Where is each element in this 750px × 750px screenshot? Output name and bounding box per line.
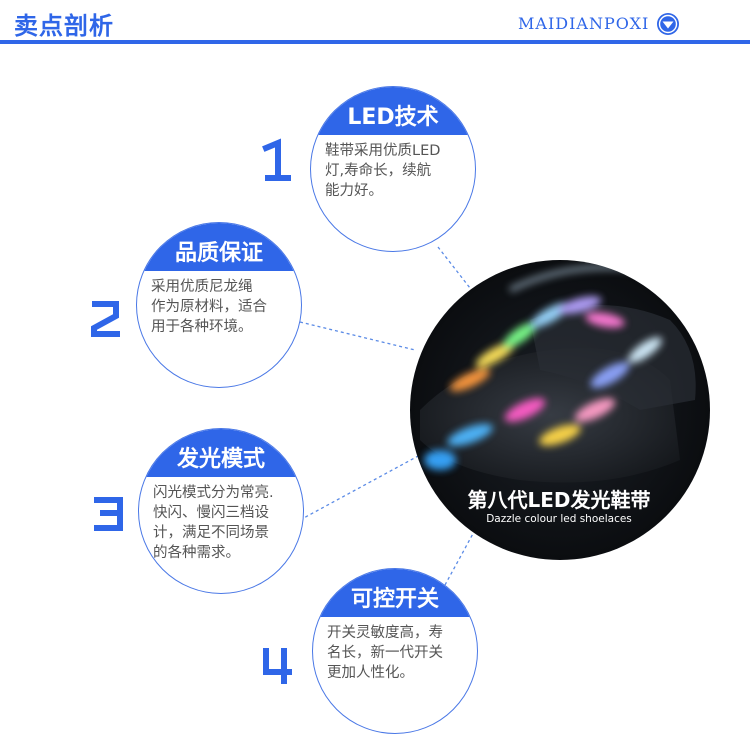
- header: 卖点剖析 MAIDIANPOXI: [0, 0, 750, 44]
- feature-card-2: 品质保证 采用优质尼龙绳 作为原材料，适合 用于各种环境。: [136, 222, 302, 388]
- feature-description: 闪光模式分为常亮. 快闪、慢闪三档设 计，满足不同场景 的各种需求。: [153, 485, 274, 561]
- feature-title: 品质保证: [174, 241, 263, 266]
- feature-title: LED技术: [347, 105, 439, 130]
- card-header: [137, 223, 301, 271]
- product-photo: [410, 260, 710, 560]
- header-divider: [0, 40, 750, 44]
- card-header: [313, 569, 477, 617]
- product-subtitle: Dazzle colour led shoelaces: [486, 513, 632, 525]
- feature-number-4: [263, 648, 292, 684]
- section-title: 卖点剖析: [14, 12, 114, 40]
- feature-title: 可控开关: [350, 587, 439, 612]
- section-title-english: MAIDIANPOXI: [518, 14, 650, 33]
- glowing-shoelaces-illustration: [420, 264, 696, 483]
- feature-card-3: 发光模式 闪光模式分为常亮. 快闪、慢闪三档设 计，满足不同场景 的各种需求。: [138, 428, 304, 594]
- feature-number-2: [91, 301, 120, 337]
- connector-line-1: [437, 246, 471, 289]
- feature-title: 发光模式: [176, 447, 265, 472]
- card-header: [139, 429, 303, 477]
- feature-card-1: LED技术 鞋带采用优质LED 灯,寿命长，续航 能力好。: [310, 86, 476, 252]
- feature-number-1: [262, 138, 291, 181]
- feature-description: 采用优质尼龙绳 作为原材料，适合 用于各种环境。: [151, 279, 267, 335]
- feature-number-3: [94, 497, 123, 531]
- connector-line-4: [444, 529, 476, 586]
- feature-description: 鞋带采用优质LED 灯,寿命长，续航 能力好。: [325, 143, 441, 199]
- connector-line-2: [299, 321, 416, 351]
- card-header: [311, 87, 475, 135]
- chevron-down-circle-icon[interactable]: [656, 12, 680, 36]
- feature-card-4: 可控开关 开关灵敏度高，寿 名长，新一代开关 更加人性化。: [312, 568, 478, 734]
- connector-line-3: [299, 454, 421, 521]
- feature-description: 开关灵敏度高，寿 名长，新一代开关 更加人性化。: [327, 625, 443, 681]
- product-title: 第八代LED发光鞋带: [467, 488, 651, 512]
